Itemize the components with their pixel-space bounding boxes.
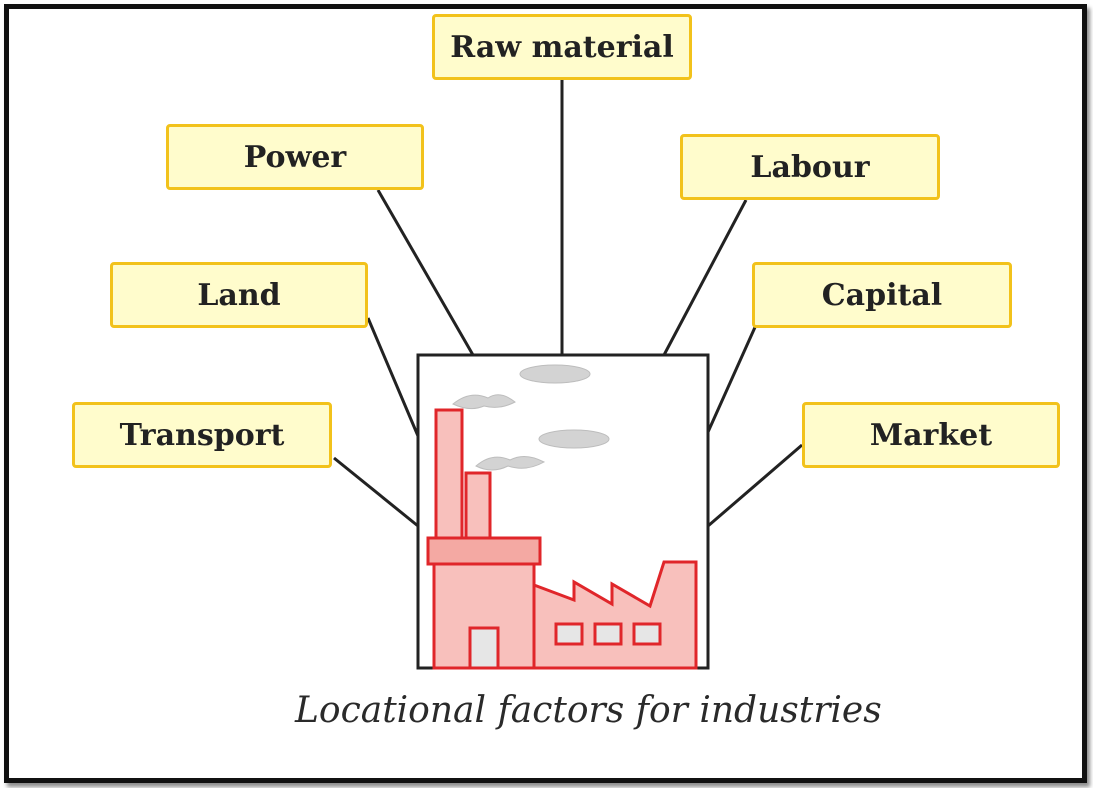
factor-transport: Transport (72, 402, 332, 468)
factor-labour: Labour (680, 134, 940, 200)
factor-raw-material: Raw material (432, 14, 692, 80)
factor-power: Power (166, 124, 424, 190)
smoke-icon (452, 364, 610, 471)
factory-icon (426, 408, 698, 670)
connector-transport (333, 456, 419, 528)
factor-market: Market (802, 402, 1060, 468)
connector-power (376, 189, 475, 356)
connector-capital (706, 324, 758, 433)
connector-market (707, 443, 803, 528)
factor-capital: Capital (752, 262, 1012, 328)
diagram-caption: Locational factors for industries (295, 690, 882, 731)
connector-labour (662, 199, 748, 356)
connector-land (366, 317, 420, 437)
factor-land: Land (110, 262, 368, 328)
